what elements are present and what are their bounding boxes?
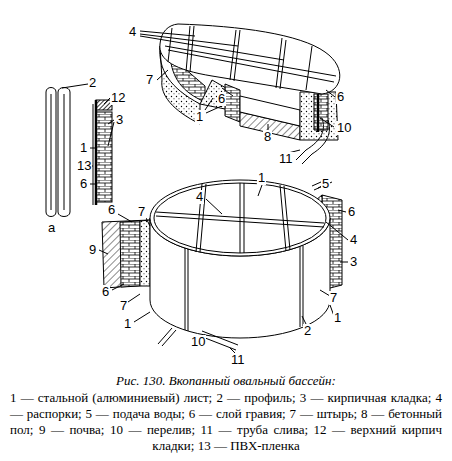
callout-number: 4 <box>349 233 358 247</box>
callout-number: 4 <box>195 190 204 204</box>
callout-number: 11 <box>230 353 246 367</box>
callout-number: 12 <box>110 91 126 105</box>
callout-number: 1 <box>257 171 266 185</box>
callout-number: 9 <box>88 243 97 257</box>
callout-number: 5 <box>321 177 330 191</box>
callout-number: 6 <box>347 205 356 219</box>
callout-number: 2 <box>88 76 97 90</box>
callout-number: 1 <box>123 317 132 331</box>
figure-caption: Рис. 130. Вкопанный овальный бассейн: <box>10 373 442 389</box>
callout-number: 8 <box>263 130 272 144</box>
callout-number: 6 <box>217 92 226 106</box>
callout-number: 10 <box>190 335 206 349</box>
callout-number: 6 <box>107 203 116 217</box>
callout-number: 6 <box>79 177 88 191</box>
callout-number: 3 <box>349 255 358 269</box>
callout-number: 13 <box>76 159 92 173</box>
callout-number: 6 <box>336 90 345 104</box>
callout-number: 6 <box>101 285 110 299</box>
callout-number: 10 <box>336 121 352 135</box>
callout-number: а <box>47 221 56 235</box>
callout-number: 1 <box>195 110 204 124</box>
callout-number: 3 <box>115 113 124 127</box>
callout-number: 1 <box>79 141 88 155</box>
callout-number: 7 <box>329 291 338 305</box>
callout-number: 1 <box>333 311 342 325</box>
callout-number: 7 <box>119 299 128 313</box>
callout-number: 4 <box>128 25 137 39</box>
callout-number: 7 <box>137 205 146 219</box>
callout-number: 11 <box>278 152 294 166</box>
callout-number: 2 <box>303 324 312 338</box>
callout-number: 7 <box>145 73 154 87</box>
caption-key: 1 — стальной (алюминиевый) лист; 2 — про… <box>10 390 442 454</box>
